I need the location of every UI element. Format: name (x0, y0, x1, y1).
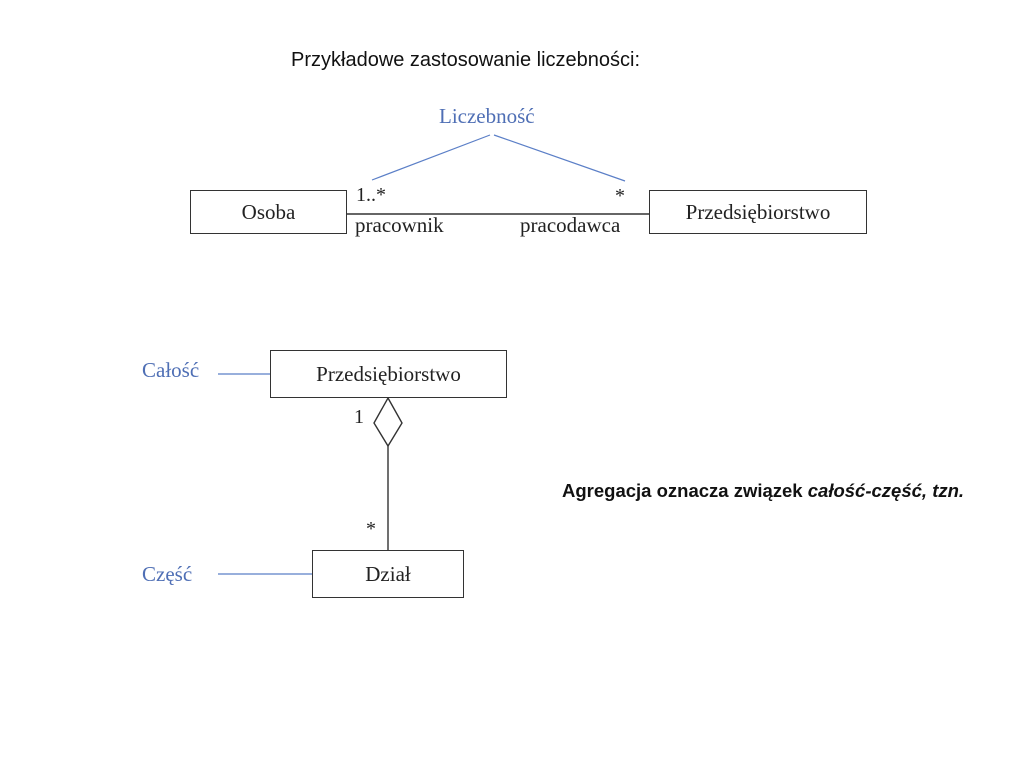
multiplicity-right: * (615, 185, 625, 207)
multiplicity-left: 1..* (356, 184, 386, 206)
aggregation-diamond (373, 396, 403, 448)
page-title: Przykładowe zastosowanie liczebności: (291, 49, 641, 71)
multiplicity-annotation: Liczebność (439, 104, 535, 128)
class-name: Osoba (241, 199, 296, 224)
class-name: Przedsiębiorstwo (316, 361, 461, 386)
multiplicity-whole: 1 (354, 406, 364, 428)
class-box-przedsiebiorstwo: Przedsiębiorstwo (649, 190, 867, 234)
class-name: Dział (365, 561, 411, 586)
caption-bold: Agregacja oznacza związek (562, 480, 808, 501)
role-left: pracownik (355, 213, 444, 237)
part-label: Część (142, 562, 193, 586)
class-box-part: Dział (312, 550, 464, 598)
class-box-whole: Przedsiębiorstwo (270, 350, 507, 398)
multiplicity-part: * (366, 518, 376, 540)
aggregation-caption: Agregacja oznacza związek całość-część, … (562, 480, 964, 502)
annotation-line-right (493, 134, 626, 182)
whole-label: Całość (142, 358, 200, 382)
annotation-line-left (371, 134, 491, 181)
role-right: pracodawca (520, 213, 621, 237)
class-name: Przedsiębiorstwo (685, 199, 831, 224)
caption-bold-italic: całość-część, tzn. (807, 480, 965, 501)
class-box-osoba: Osoba (190, 190, 347, 234)
